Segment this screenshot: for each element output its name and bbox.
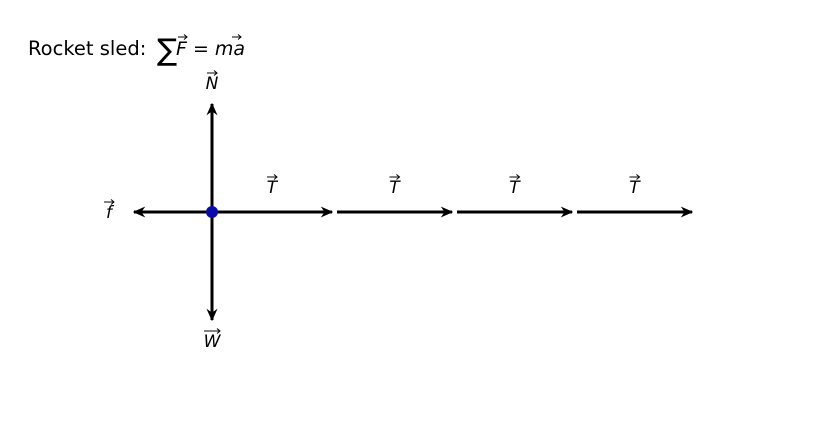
force-label-text-friction: f	[106, 203, 115, 223]
force-label-thrust-1: T	[267, 174, 279, 198]
title-equation-text: F = ma	[176, 38, 245, 60]
title-sum-symbol: ∑	[157, 33, 177, 68]
force-label-text-thrust-3: T	[509, 178, 521, 198]
force-label-text-thrust-4: T	[629, 178, 641, 198]
force-label-text-normal: N	[206, 74, 219, 94]
force-label-vector-arrow-thrust-4	[629, 174, 641, 180]
diagram-title: Rocket sled: ∑ F = ma	[28, 33, 245, 68]
force-label-vector-arrow-friction	[104, 199, 115, 205]
force-label-text-weight: W	[204, 332, 222, 352]
title-force-vector-arrow	[178, 34, 188, 40]
force-label-thrust-4: T	[629, 174, 641, 198]
force-label-vector-arrow-normal	[207, 70, 218, 76]
force-label-thrust-3: T	[509, 174, 521, 198]
force-label-thrust-2: T	[389, 174, 401, 198]
force-label-friction: f	[104, 199, 115, 223]
force-labels: N Wf T T T T	[104, 70, 641, 352]
force-label-vector-arrow-thrust-3	[509, 174, 521, 180]
title-prefix: Rocket sled:	[28, 37, 146, 60]
force-arrows	[132, 102, 694, 322]
svg-text:Rocket sled:: Rocket sled:	[28, 37, 146, 60]
force-label-text-thrust-1: T	[267, 178, 279, 198]
force-label-text-thrust-2: T	[389, 178, 401, 198]
title-equation: F = ma	[176, 34, 245, 60]
force-label-weight: W	[204, 328, 222, 352]
force-label-vector-arrow-thrust-2	[389, 174, 401, 180]
force-label-normal: N	[206, 70, 219, 94]
sled-body-point	[206, 206, 218, 218]
force-label-vector-arrow-weight	[204, 328, 221, 334]
title-accel-vector-arrow	[232, 34, 242, 40]
force-label-vector-arrow-thrust-1	[267, 174, 278, 180]
